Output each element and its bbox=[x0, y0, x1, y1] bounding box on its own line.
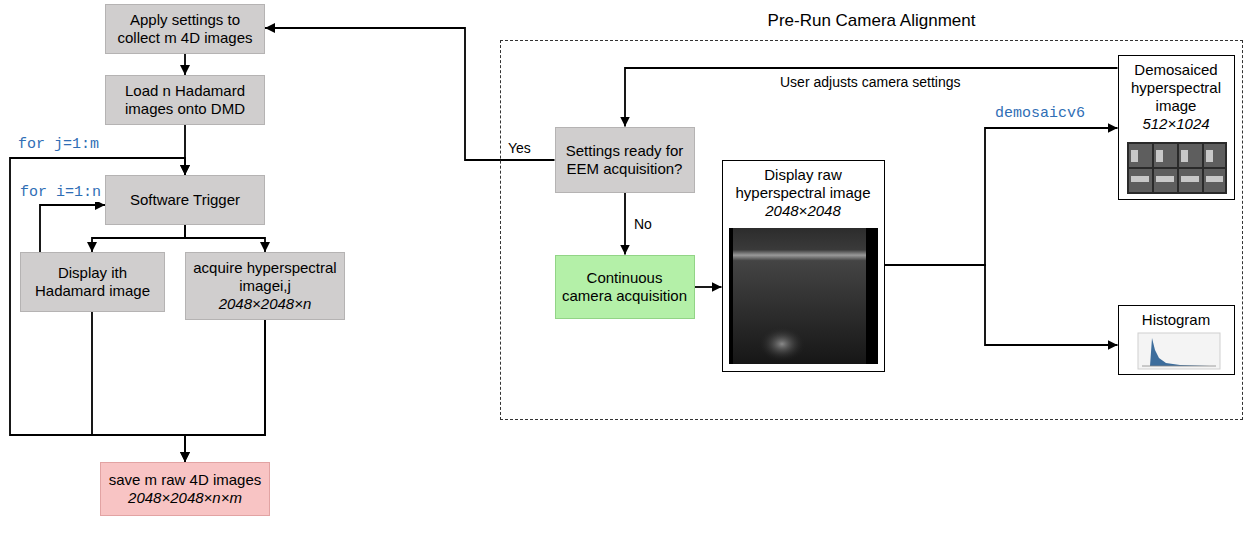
dimension-text: 2048×2048 bbox=[728, 202, 879, 220]
demosaic-highlight bbox=[1181, 176, 1199, 182]
demosaic-highlight bbox=[1156, 176, 1174, 182]
raw-image-edge bbox=[866, 228, 878, 364]
demosaic-cell bbox=[1129, 169, 1152, 192]
dimension-text: 2048×2048×n bbox=[219, 295, 312, 313]
box-label: Continuous camera acquisition bbox=[562, 269, 688, 305]
histogram-frame bbox=[1138, 333, 1220, 369]
branch-label: No bbox=[632, 215, 654, 233]
image-panel: Histogram bbox=[1118, 305, 1235, 375]
flow-arrow bbox=[885, 265, 1118, 345]
loop-label: for j=1:m bbox=[16, 136, 101, 154]
demosaic-highlight bbox=[1131, 150, 1138, 162]
demosaic-cell bbox=[1129, 144, 1152, 167]
demosaic-cell bbox=[1179, 144, 1202, 167]
decision-box: Settings ready for EEM acquisition? bbox=[555, 127, 695, 193]
region-heading: Pre-Run Camera Alignment bbox=[501, 11, 1242, 31]
box-label: Display raw hyperspectral image bbox=[728, 166, 879, 202]
image-panel: Display raw hyperspectral image2048×2048 bbox=[722, 160, 885, 372]
flow-arrow bbox=[184, 54, 186, 75]
flow-arrow bbox=[40, 205, 105, 252]
flow-arrow bbox=[624, 193, 626, 255]
histogram-bars bbox=[1146, 338, 1210, 366]
flow-arrow bbox=[185, 320, 265, 462]
dimension-text: 2048×2048×n×m bbox=[128, 489, 242, 507]
demosaiced-image bbox=[1127, 142, 1227, 194]
box-label: Software Trigger bbox=[130, 191, 240, 209]
demosaic-cell bbox=[1154, 169, 1177, 192]
box-label: Display ith Hadamard image bbox=[27, 264, 158, 300]
process-box: Continuous camera acquisition bbox=[555, 255, 695, 319]
process-box: Display ith Hadamard image bbox=[20, 252, 165, 312]
box-label: Histogram bbox=[1124, 311, 1229, 329]
flow-arrow bbox=[695, 286, 722, 288]
flow-arrow bbox=[92, 225, 185, 252]
raw-image-edge bbox=[729, 228, 733, 364]
histogram-plot bbox=[1138, 333, 1220, 369]
process-box: Software Trigger bbox=[105, 175, 265, 225]
process-box: Apply settings to collect m 4D images bbox=[105, 4, 265, 54]
function-label: demosaicv6 bbox=[993, 105, 1087, 123]
box-label: Demosaiced hyperspectral image bbox=[1124, 61, 1229, 115]
demosaic-highlight bbox=[1181, 150, 1188, 162]
dimension-text: 512×1024 bbox=[1124, 115, 1229, 133]
histogram-axis bbox=[1142, 366, 1216, 367]
demosaic-highlight bbox=[1156, 150, 1163, 162]
flow-arrow bbox=[625, 68, 1118, 127]
demosaic-cell bbox=[1154, 144, 1177, 167]
output-box: save m raw 4D images2048×2048×n×m bbox=[100, 462, 270, 516]
demosaic-cell bbox=[1179, 169, 1202, 192]
raw-image-frame bbox=[729, 228, 878, 364]
demosaic-highlight bbox=[1206, 176, 1223, 182]
raw-image-glow bbox=[758, 326, 806, 362]
dashed-region: Pre-Run Camera AlignmentSettings ready f… bbox=[500, 40, 1243, 420]
image-panel: Demosaiced hyperspectral image512×1024 bbox=[1118, 55, 1235, 200]
flow-arrow bbox=[265, 28, 555, 160]
flow-arrow bbox=[185, 225, 265, 252]
loop-label: for i=1:n bbox=[18, 184, 103, 202]
raw-camera-image bbox=[729, 228, 878, 364]
box-label: Apply settings to collect m 4D images bbox=[112, 11, 258, 47]
demosaic-frame bbox=[1127, 142, 1227, 194]
feedback-label: User adjusts camera settings bbox=[778, 73, 963, 91]
process-box: acquire hyperspectral imagei,j2048×2048×… bbox=[185, 252, 345, 320]
flow-arrow bbox=[885, 128, 1118, 265]
flow-arrow bbox=[92, 312, 185, 462]
demosaic-cell bbox=[1204, 169, 1225, 192]
box-label: Load n Hadamard images onto DMD bbox=[112, 82, 258, 118]
box-label: save m raw 4D images bbox=[109, 471, 262, 489]
branch-label: Yes bbox=[506, 139, 533, 157]
demosaic-highlight bbox=[1206, 150, 1213, 162]
process-box: Load n Hadamard images onto DMD bbox=[105, 75, 265, 125]
box-label: acquire hyperspectral imagei,j bbox=[192, 259, 338, 295]
demosaic-highlight bbox=[1131, 176, 1149, 182]
demosaic-cell bbox=[1204, 144, 1225, 167]
box-label: Settings ready for EEM acquisition? bbox=[562, 142, 688, 178]
